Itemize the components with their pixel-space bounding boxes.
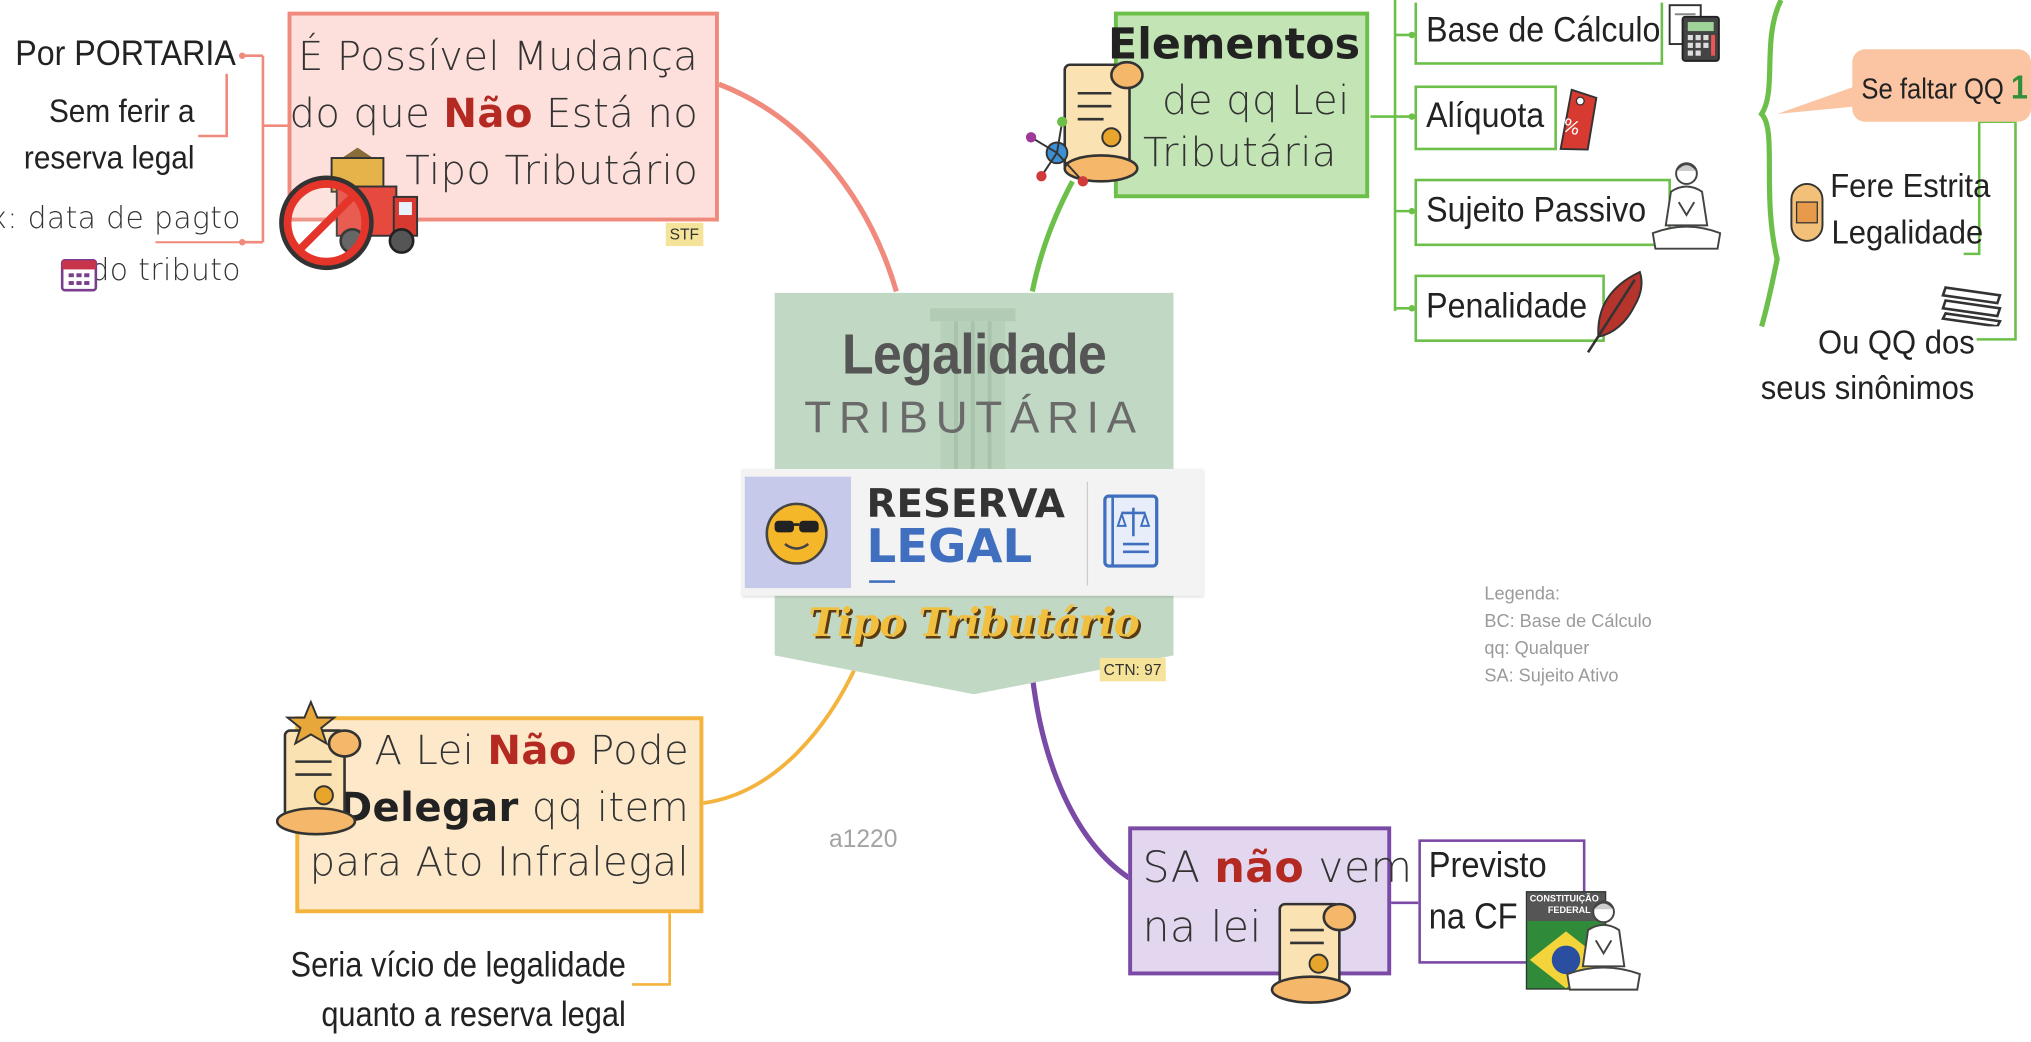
sunglasses-emoji-icon (765, 502, 828, 565)
quanto-reserva: quanto a reserva legal (321, 994, 626, 1034)
svg-text:%: % (1560, 115, 1583, 140)
delegar-box (295, 716, 704, 914)
mudanca-line2: do que Não Está no (289, 90, 699, 138)
item-penalidade (1414, 274, 1605, 342)
sa-nao-vem-box (1128, 826, 1392, 976)
item-aliquota (1414, 85, 1557, 151)
seated-person-icon (1566, 900, 1641, 991)
connector-bottom-left (703, 662, 860, 806)
bandage-icon (1790, 182, 1824, 242)
watermark-code: a1220 (828, 826, 898, 854)
seated-person-icon (1651, 162, 1722, 250)
synonym-stack-icon (1940, 286, 2002, 327)
se-faltar-text: Se faltar QQ 1 (1861, 67, 2028, 107)
do-tributo: do tributo (90, 253, 241, 288)
mudanca-line1: É Possível Mudança (297, 33, 699, 81)
percent-tag-icon: % (1559, 88, 1598, 151)
stf-tag: STF (665, 222, 703, 247)
feather-quill-icon (1586, 270, 1643, 354)
delegar-line3: para Ato Infralegal (309, 839, 690, 886)
reserva-legal-note: reserva legal (23, 139, 195, 177)
legend-item: qq: Qualquer (1484, 637, 1590, 659)
sem-ferir: Sem ferir a (48, 93, 195, 130)
item-sujeito-passivo-label: Sujeito Passivo (1426, 190, 1647, 230)
no-truck-icon (279, 147, 419, 271)
se-faltar-callout (1852, 49, 2031, 122)
calendar-icon (60, 259, 98, 292)
vicio-legalidade: Seria vício de legalidade (290, 945, 626, 985)
elementos-line3: Tributária (1143, 129, 1337, 177)
por-portaria: Por PORTARIA (15, 33, 236, 73)
previsto-line1: Previsto (1428, 844, 1547, 885)
legend-title: Legenda: (1484, 582, 1561, 604)
callout-tail (1777, 85, 1858, 114)
legend: Legenda: BC: Base de Cálculo qq: Qualque… (1484, 580, 1651, 689)
ex-data-pagto: Ex: data de pagto (0, 202, 241, 236)
center-title: Legalidade (841, 323, 1107, 387)
mudanca-line3: Tipo Tributário (405, 147, 699, 195)
center-tipo-tributario: Tipo Tributário (808, 601, 1140, 647)
reserva-legal-banner: RESERVA LEGAL (742, 468, 1204, 596)
elementos-box (1113, 11, 1370, 199)
item-base-calculo (1414, 2, 1664, 65)
connector-top-mid (1029, 180, 1075, 292)
legend-item: SA: Sujeito Ativo (1484, 664, 1619, 686)
curly-brace (1758, 0, 1784, 328)
delegar-line2: Delegar qq item (338, 784, 690, 832)
connector-bottom-right (1029, 675, 1131, 881)
ctn-tag: CTN: 97 (1099, 658, 1166, 682)
sa-line2: na lei (1142, 901, 1262, 953)
sa-line1: SA não vem (1142, 841, 1413, 893)
elementos-title: Elementos (1108, 18, 1361, 69)
law-book-icon (1103, 494, 1159, 568)
item-base-calculo-label: Base de Cálculo (1426, 10, 1661, 50)
legalidade-word: Legalidade (1831, 212, 1984, 252)
center-subtitle-tributaria: TRIBUTÁRIA (804, 393, 1144, 443)
fere-estrita: Fere Estrita (1830, 165, 1991, 205)
scroll-icon (1270, 902, 1357, 1004)
item-sujeito-passivo (1414, 178, 1671, 247)
calculator-icon (1668, 4, 1720, 62)
banner-legal: LEGAL (866, 520, 1033, 574)
ou-qq-dos: Ou QQ dos (1817, 322, 1975, 362)
seus-sinonimos: seus sinônimos (1760, 367, 1975, 407)
delegar-line1: A Lei Não Pode (374, 727, 690, 775)
sheriff-scroll-icon (275, 699, 362, 836)
item-aliquota-label: Alíquota (1426, 95, 1545, 135)
previsto-line2: na CF (1428, 896, 1518, 937)
scroll-network-icon (1025, 60, 1144, 187)
elementos-line2: de qq Lei (1161, 77, 1350, 125)
connector-top-left (717, 81, 899, 293)
banner-reserva: RESERVA (866, 481, 1065, 528)
legend-item: BC: Base de Cálculo (1484, 610, 1652, 631)
item-penalidade-label: Penalidade (1426, 286, 1588, 326)
